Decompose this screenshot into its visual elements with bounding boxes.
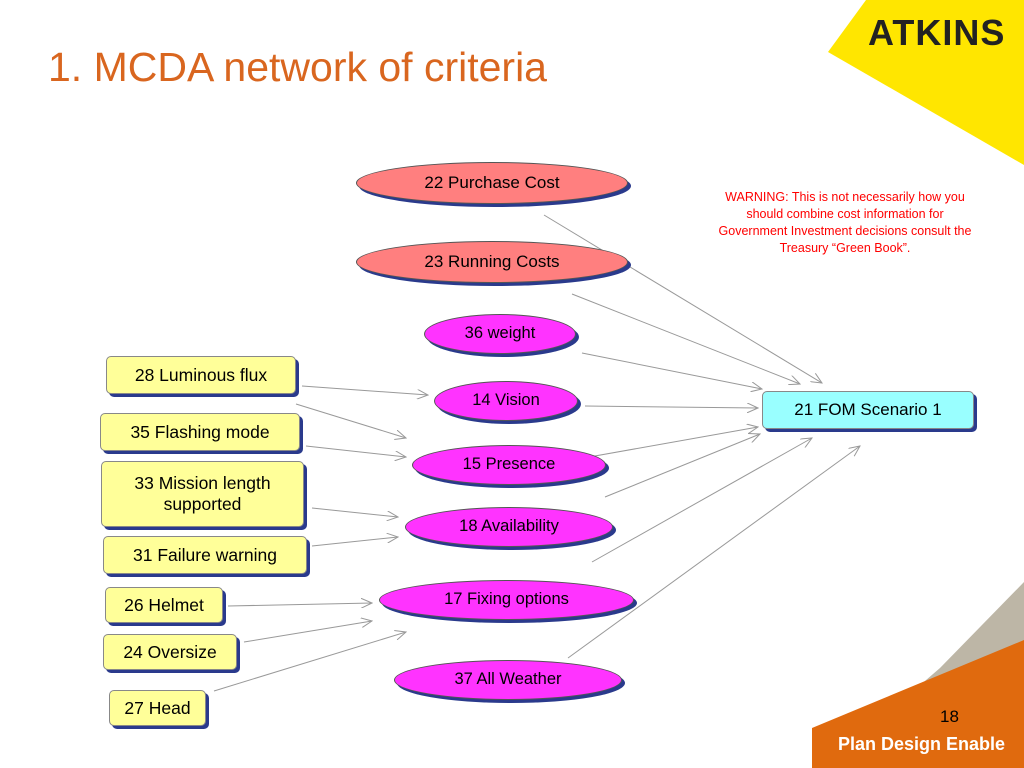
node-helmet: 26 Helmet [105,587,223,623]
slide-title: 1. MCDA network of criteria [48,44,547,90]
node-head: 27 Head [109,690,206,726]
warning-note: WARNING: This is not necessarily how you… [718,190,972,255]
edge-luminous-to-vision [301,385,428,395]
atkins-logo: ATKINS [868,12,1006,53]
edge-allweather-to-fom [567,446,860,659]
node-oversize: 24 Oversize [103,634,237,670]
node-fom-scenario: 21 FOM Scenario 1 [762,391,974,429]
node-running-costs: 23 Running Costs [356,241,628,283]
edge-mission-to-availability [311,507,398,517]
page-number: 18 [940,707,959,726]
edge-head-to-fixing [213,632,406,692]
node-flashing-mode: 35 Flashing mode [100,413,300,451]
edge-purchase-to-fom [543,214,822,383]
edge-weight-to-fom [581,352,762,389]
brand-orange-shape [812,640,1024,768]
node-presence: 15 Presence [412,445,606,485]
edge-oversize-to-fixing [243,621,372,643]
edge-helmet-to-fixing [227,603,372,606]
brand-yellow-shape [828,0,1024,165]
footer-tagline: Plan Design Enable [838,734,1006,754]
node-mission-length: 33 Mission length supported [101,461,304,527]
edge-running-to-fom [571,293,800,384]
node-weight: 36 weight [424,314,576,354]
edge-luminous-to-presence [295,403,406,438]
node-fixing-options: 17 Fixing options [379,580,634,620]
node-purchase-cost: 22 Purchase Cost [356,162,628,204]
edge-failure-to-availability [311,537,398,547]
node-all-weather: 37 All Weather [394,660,622,700]
edge-presence-to-fom [577,427,758,460]
edge-vision-to-fom [584,406,758,408]
edge-availability-to-fom [604,434,760,498]
edge-fixing-to-fom [591,438,812,563]
node-failure-warning: 31 Failure warning [103,536,307,574]
node-vision: 14 Vision [434,381,578,421]
node-availability: 18 Availability [405,507,613,547]
edge-flashing-to-presence [305,445,406,457]
node-luminous-flux: 28 Luminous flux [106,356,296,394]
